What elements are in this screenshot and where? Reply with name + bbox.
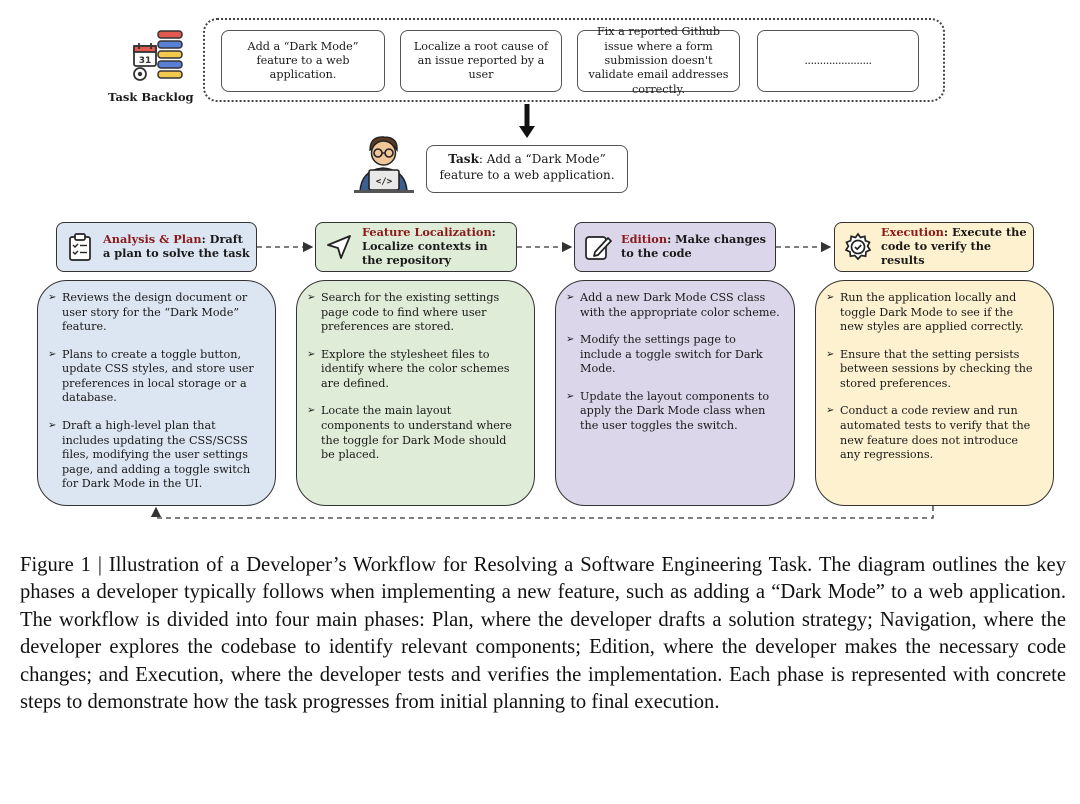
phase-name-analysis-plan: Analysis & Plan (103, 232, 202, 247)
phase-body-analysis-plan: Reviews the design document or user stor… (37, 280, 276, 506)
figure-caption: Figure 1 | Illustration of a Developer’s… (20, 554, 1066, 714)
svg-text:</>: </> (376, 177, 393, 187)
phase-name-execution: Execution (881, 225, 944, 240)
step-item: Explore the stylesheet files to identify… (307, 348, 520, 392)
current-task-box: Task: Add a “Dark Mode” feature to a web… (426, 145, 628, 193)
svg-text:31: 31 (139, 56, 152, 66)
phase-title-feature-localization: : Localize contexts in the repository (362, 225, 496, 267)
backlog-task-dark-mode[interactable]: Add a “Dark Mode” feature to a web appli… (221, 30, 385, 92)
navigation-arrow-icon (327, 235, 351, 259)
step-item: Conduct a code review and run automated … (826, 404, 1039, 462)
step-item: Draft a high-level plan that includes up… (48, 419, 261, 492)
task-text: : Add a “Dark Mode” feature to a web app… (439, 152, 615, 182)
phase-body-feature-localization: Search for the existing settings page co… (296, 280, 535, 506)
step-item: Plans to create a toggle button, update … (48, 348, 261, 406)
phase-title-analysis-plan: : Draft a plan to solve the task (103, 232, 250, 260)
step-item: Search for the existing settings page co… (307, 291, 520, 335)
phase-body-edition: Add a new Dark Mode CSS class with the a… (555, 280, 795, 506)
phase-header-execution: Execution: Execute the code to verify th… (834, 222, 1034, 272)
phase-body-execution: Run the application locally and toggle D… (815, 280, 1054, 506)
phase-name-edition: Edition (621, 232, 668, 247)
phase-header-feature-localization: Feature Localization: Localize contexts … (315, 222, 517, 272)
pencil-icon (585, 236, 612, 260)
clipboard-icon (69, 233, 91, 261)
phase-header-edition: Edition: Make changes to the code (574, 222, 776, 272)
phase-name-feature-localization: Feature Localization (362, 225, 492, 240)
task-backlog-icon: 31 (133, 30, 183, 81)
step-item: Ensure that the setting persists between… (826, 348, 1039, 392)
step-item: Locate the main layout components to und… (307, 404, 520, 462)
step-item: Modify the settings page to include a to… (566, 333, 780, 377)
developer-icon: </> (354, 136, 414, 193)
step-item: Run the application locally and toggle D… (826, 291, 1039, 335)
backlog-task-github-issue[interactable]: Fix a reported Github issue where a form… (577, 25, 740, 96)
phase-title-edition: : Make changes to the code (621, 232, 767, 260)
step-item: Add a new Dark Mode CSS class with the a… (566, 291, 780, 320)
phase-title-execution: : Execute the code to verify the results (881, 225, 1027, 267)
step-item: Reviews the design document or user stor… (48, 291, 261, 335)
backlog-task-more[interactable]: ...................... (757, 30, 919, 92)
phase-header-analysis-plan: Analysis & Plan: Draft a plan to solve t… (56, 222, 257, 272)
task-prefix: Task (448, 152, 479, 166)
gear-check-icon (844, 232, 872, 261)
step-item: Update the layout components to apply th… (566, 390, 780, 434)
task-backlog-frame (203, 18, 945, 102)
task-backlog-label: Task Backlog (108, 90, 194, 104)
connector-feedback-loop (150, 506, 934, 519)
backlog-task-root-cause[interactable]: Localize a root cause of an issue report… (400, 30, 562, 92)
down-arrow-icon (519, 104, 535, 138)
